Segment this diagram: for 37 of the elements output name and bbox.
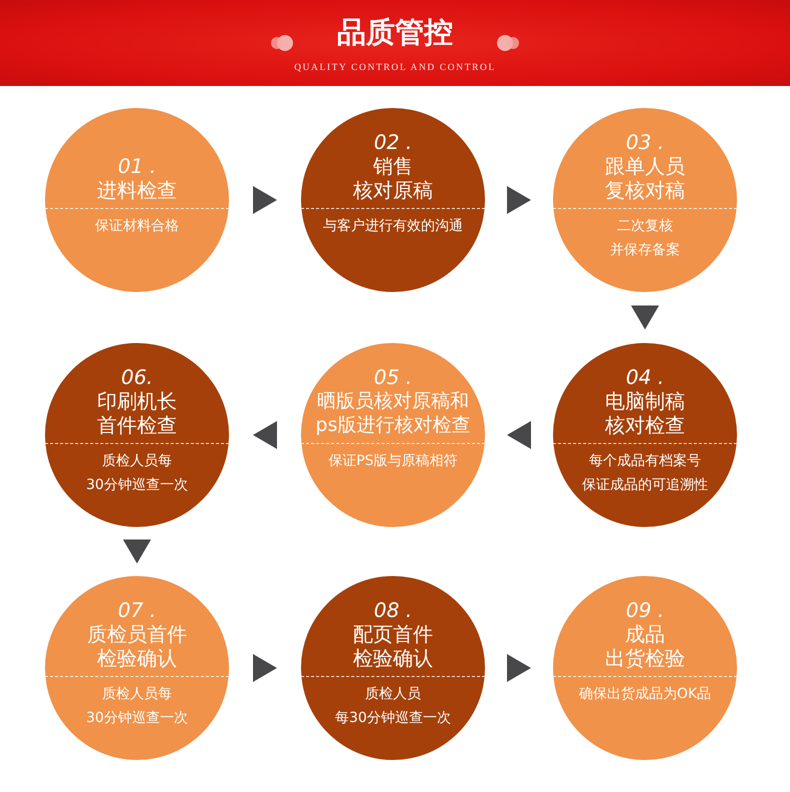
step-description: 保证PS版与原稿相符 — [328, 452, 458, 471]
step-title: 进料检查 — [97, 178, 177, 202]
step-description: 确保出货成品为OK品 — [578, 685, 712, 704]
step-description: 保证材料合格 — [95, 217, 179, 236]
step-number: 09 . — [626, 598, 664, 622]
title: 品质管控 — [337, 14, 453, 50]
step-title: 销售核对原稿 — [353, 154, 433, 202]
step-title: 配页首件检验确认 — [353, 622, 433, 670]
arrow — [507, 654, 531, 682]
step-title: 质检员首件检验确认 — [87, 622, 187, 670]
step-number: 06. — [121, 365, 153, 389]
arrow — [253, 421, 277, 449]
subtitle: QUALITY CONTROL AND CONTROL — [294, 63, 496, 73]
arrow — [631, 306, 659, 330]
step-description: 二次复核并保存备案 — [610, 217, 680, 260]
step-title: 跟单人员复核对稿 — [605, 154, 685, 202]
step-number: 04 . — [626, 365, 664, 389]
step-description: 每个成品有档案号保证成品的可追溯性 — [582, 452, 708, 495]
step-description: 与客户进行有效的沟通 — [323, 217, 463, 236]
arrow — [253, 654, 277, 682]
step-number: 05 . — [374, 365, 412, 389]
step-title: 成品出货检验 — [605, 622, 685, 670]
arrow — [507, 186, 531, 214]
step-number: 07 . — [118, 598, 156, 622]
arrow — [507, 421, 531, 449]
step-number: 02 . — [374, 130, 412, 154]
step-title: 电脑制稿核对检查 — [605, 389, 685, 437]
arrow — [123, 540, 151, 564]
step-number: 01 . — [118, 154, 156, 178]
step-description: 质检人员每30分钟巡查一次 — [86, 685, 188, 728]
step-title: 印刷机长首件检查 — [97, 389, 177, 437]
step-title: 晒版员核对原稿和ps版进行核对检查 — [316, 389, 470, 437]
step-description: 质检人员每30分钟巡查一次 — [86, 452, 188, 495]
step-description: 质检人员每30分钟巡查一次 — [335, 685, 451, 728]
arrow — [253, 186, 277, 214]
step-number: 08 . — [374, 598, 412, 622]
step-number: 03 . — [626, 130, 664, 154]
